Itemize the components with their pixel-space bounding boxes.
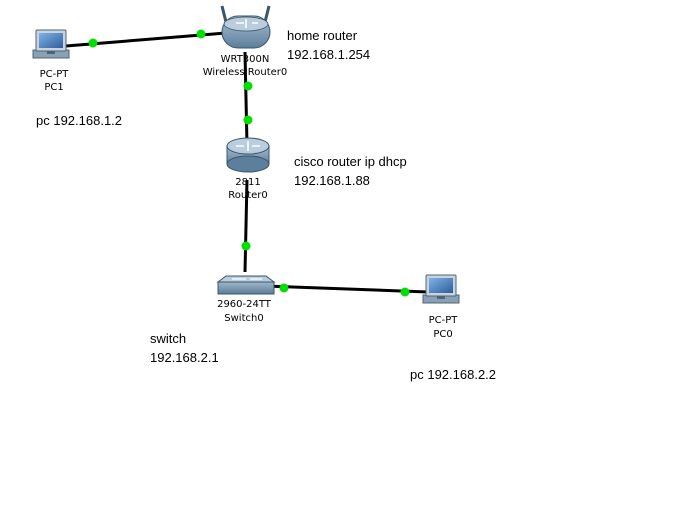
port-indicator-router-top xyxy=(243,115,253,125)
port-indicator-wireless-router-bottom xyxy=(243,81,253,91)
port-indicator-pc0 xyxy=(400,287,410,297)
device-model-label: 2811 xyxy=(235,177,260,188)
device-wireless-router[interactable]: WRT300N Wireless Router0 xyxy=(203,5,288,78)
device-model-label: PC-PT xyxy=(429,315,459,326)
port-indicator-wireless-router-left xyxy=(196,29,206,39)
link-router-switch[interactable] xyxy=(243,179,249,273)
device-model-label: 2960-24TT xyxy=(217,299,272,310)
device-name-label: Wireless Router0 xyxy=(203,67,288,78)
device-pc1[interactable]: PC-PT PC1 xyxy=(32,29,70,93)
pc-icon xyxy=(32,29,70,59)
switch-icon xyxy=(216,275,276,295)
device-model-label: PC-PT xyxy=(40,69,70,80)
router-icon xyxy=(226,137,270,173)
note-cisco-router-title: cisco router ip dhcp xyxy=(294,154,407,169)
link-wireless-router-router[interactable] xyxy=(243,51,249,146)
note-home-router-ip: 192.168.1.254 xyxy=(287,47,370,62)
device-router[interactable]: 2811 Router0 xyxy=(226,137,270,201)
wireless-router-icon xyxy=(220,5,271,49)
note-pc0-ip: pc 192.168.2.2 xyxy=(410,367,496,382)
note-switch-title: switch xyxy=(150,331,186,346)
pc-icon xyxy=(422,274,460,304)
note-pc1-ip: pc 192.168.1.2 xyxy=(36,113,122,128)
device-switch[interactable]: 2960-24TT Switch0 xyxy=(216,275,276,324)
note-home-router-title: home router xyxy=(287,28,358,43)
device-model-label: WRT300N xyxy=(221,54,270,65)
port-indicator-switch-right xyxy=(279,283,289,293)
port-indicator-router-bottom xyxy=(241,241,251,251)
device-name-label: PC1 xyxy=(44,82,63,93)
device-pc0[interactable]: PC-PT PC0 xyxy=(422,274,460,340)
device-name-label: Switch0 xyxy=(224,313,263,324)
note-cisco-router-ip: 192.168.1.88 xyxy=(294,173,370,188)
note-switch-ip: 192.168.2.1 xyxy=(150,350,219,365)
port-indicator-pc1 xyxy=(88,38,98,48)
device-name-label: Router0 xyxy=(228,190,268,201)
device-name-label: PC0 xyxy=(433,329,452,340)
